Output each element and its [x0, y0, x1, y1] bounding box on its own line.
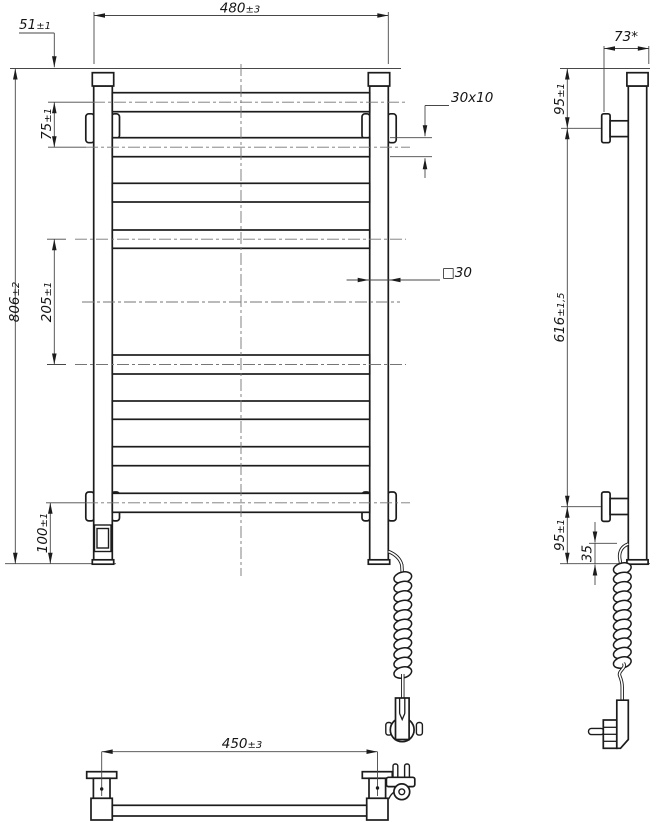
- coil-side: [612, 562, 632, 669]
- dim-cable-exit-35: 35: [580, 522, 617, 585]
- dim-label: 75±1: [39, 108, 55, 140]
- plan-right-post: [365, 797, 389, 821]
- dim-middle-gap-205: 205±1: [39, 238, 66, 365]
- dim-mount-width-450: 450±3: [101, 736, 378, 755]
- dim-bottom-offset-100: 100±1: [35, 502, 86, 564]
- left-post-top-cap: [91, 71, 115, 87]
- dim-label: 450±3: [222, 736, 263, 752]
- dim-label: 51±1: [19, 17, 51, 33]
- side-post-bottom-cap: [626, 558, 649, 566]
- dim-label: 205±1: [39, 282, 55, 323]
- dimensions: 480±3 51±1 75±1 806±2 205±1 100±1: [7, 1, 650, 755]
- dim-label: 100±1: [35, 513, 51, 554]
- control-box: [93, 524, 112, 553]
- dim-bar-pitch-75: 75±1: [39, 101, 93, 148]
- dim-label: 95±1: [552, 519, 568, 551]
- dim-label: 616±1,5: [552, 292, 568, 342]
- bottom-view: [85, 751, 416, 821]
- power-cable-side: [587, 542, 632, 750]
- plan-left-post: [90, 797, 114, 821]
- left-post-bottom-cap: [91, 558, 115, 566]
- dim-label: 480±3: [220, 1, 261, 17]
- right-post-top-cap: [367, 71, 391, 87]
- dim-label: 35: [580, 545, 596, 562]
- dim-top-offset-51: 51±1: [19, 17, 57, 68]
- dim-label: 30x10: [451, 90, 493, 106]
- side-view: [560, 68, 650, 750]
- dim-bracket-top-95: 95±1: [552, 68, 601, 129]
- right-post-bottom-cap: [367, 558, 391, 566]
- power-plug-plan: [385, 763, 416, 801]
- dim-bracket-bottom-95: 95±1: [552, 506, 601, 564]
- dim-label: 95±1: [552, 83, 568, 115]
- dim-label: 806±2: [7, 282, 23, 323]
- plan-bottom-rung: [111, 804, 368, 817]
- side-post-top-cap: [626, 71, 649, 87]
- left-post: [92, 85, 114, 561]
- dim-width-480: 480±3: [93, 1, 389, 64]
- mount-center-left: [100, 787, 104, 791]
- dim-depth-73: 73*: [603, 29, 650, 112]
- dim-label: 73*: [614, 29, 638, 45]
- side-post: [627, 85, 648, 561]
- side-wall-brackets: [600, 112, 630, 523]
- power-cable-front: [385, 549, 424, 743]
- dim-height-806: 806±2: [7, 68, 23, 564]
- dim-bar-profile-30x10: 30x10: [390, 90, 493, 178]
- dim-label: □30: [442, 265, 472, 281]
- front-centerlines: [75, 64, 410, 576]
- coil-front: [393, 571, 413, 679]
- power-plug-side: [587, 699, 630, 750]
- mount-center-right: [375, 786, 380, 790]
- power-plug-front: [385, 697, 424, 743]
- plan-wall-brackets: [85, 770, 394, 800]
- dim-post-profile-30: □30: [346, 265, 472, 283]
- right-post: [368, 85, 390, 561]
- front-view: [5, 64, 424, 743]
- dim-bracket-span-616: 616±1,5: [552, 128, 570, 507]
